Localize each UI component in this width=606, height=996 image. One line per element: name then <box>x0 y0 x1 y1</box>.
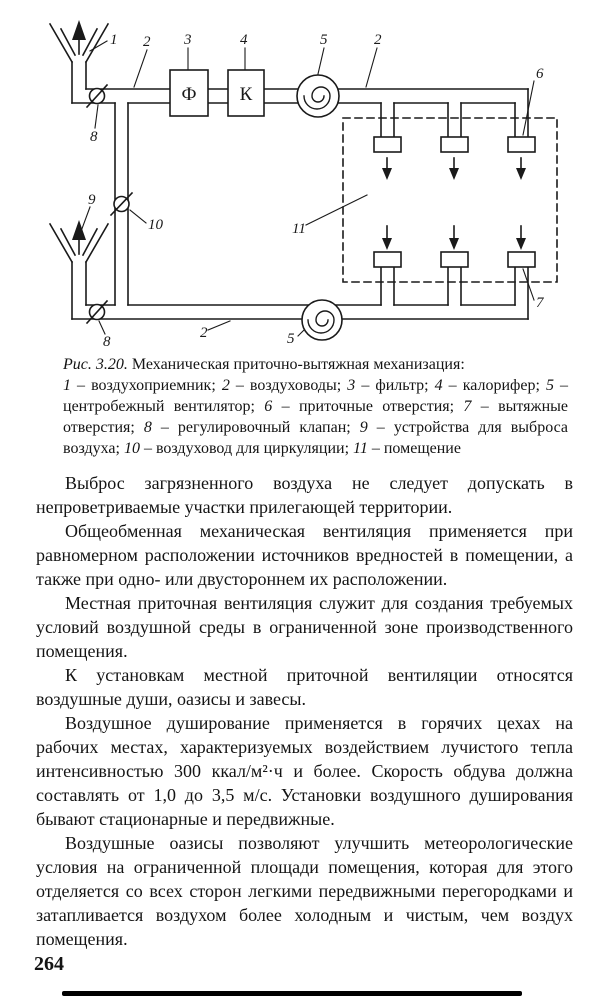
exhaust-flow-arrows <box>382 225 526 250</box>
legend-item-number: 5 <box>546 377 554 394</box>
page-number: 264 <box>34 953 64 975</box>
paragraph: Общеобменная механическая вентиляция при… <box>36 521 573 589</box>
label-valve-top: 8 <box>90 129 98 145</box>
ventilation-diagram: 1 2 3 4 5 2 6 8 9 10 11 2 5 7 8 Ф К <box>48 20 558 350</box>
legend-item-text: – вытяжные отверстия; <box>63 398 568 436</box>
legend-item-number: 6 <box>264 398 273 415</box>
filter-box <box>169 69 209 117</box>
label-fan-top: 5 <box>320 32 328 48</box>
legend-item-text: – центробежный вентилятор; <box>63 377 569 415</box>
exhaust-fan-icon <box>301 299 343 341</box>
supply-openings <box>373 136 536 153</box>
legend-item-number: 4 <box>434 377 443 394</box>
legend-item-number: 7 <box>463 398 472 415</box>
paragraph: Воздушные оазисы позволяют улучшить мете… <box>36 833 573 949</box>
caption-title-line: Рис. 3.20. Механическая приточно-вытяжна… <box>63 356 465 373</box>
label-exhaust-device: 9 <box>88 192 96 208</box>
exhaust-openings <box>373 251 536 268</box>
legend-item-number: 11 <box>353 440 368 457</box>
label-room: 11 <box>292 221 306 237</box>
paragraph: К установкам местной приточной вентиляци… <box>36 665 573 709</box>
label-duct-top-right: 2 <box>374 32 382 48</box>
damper-valve-bottom-icon <box>85 299 109 325</box>
body-text: Выброс загрязненного воздуха не следует … <box>36 471 573 951</box>
figure-number: Рис. 3.20. <box>63 356 128 373</box>
figure-legend: 1 – воздухоприемник; 2 – воздуховоды; 3 … <box>63 375 568 459</box>
filter-letter: Ф <box>181 84 196 105</box>
air-intake-icon <box>48 20 110 64</box>
legend-item-text: – воздуховоды; <box>229 377 348 394</box>
damper-valve-circulation-icon <box>109 191 134 217</box>
label-duct-bottom: 2 <box>200 325 208 341</box>
legend-item-text: – помещение <box>367 440 461 457</box>
legend-item-number: 10 <box>123 440 140 457</box>
label-intake: 1 <box>110 32 118 48</box>
heater-box <box>227 69 265 117</box>
diagram-letter-labels: Ф К <box>181 84 252 105</box>
supply-fan-icon <box>296 74 340 118</box>
paragraph: Местная приточная вентиляция служит для … <box>36 593 573 661</box>
label-leader-lines <box>79 40 535 337</box>
legend-item-number: 1 <box>63 377 71 394</box>
label-exhaust-openings: 7 <box>536 295 545 311</box>
label-circulation-duct: 10 <box>148 217 164 233</box>
legend-item-text: – фильтр; <box>355 377 435 394</box>
heater-letter: К <box>240 84 253 105</box>
label-fan-bottom: 5 <box>287 331 295 347</box>
room-boundary <box>342 117 558 283</box>
legend-item-text: – воздуховод для циркуляции; <box>139 440 354 457</box>
label-valve-bottom: 8 <box>103 334 111 350</box>
legend-item-number: 8 <box>143 419 152 436</box>
air-exhaust-icon <box>48 220 110 264</box>
legend-item-text: – воздухоприемник; <box>71 377 222 394</box>
figure-caption: Рис. 3.20. Механическая приточно-вытяжна… <box>63 354 568 459</box>
scan-artifact <box>62 991 522 996</box>
legend-item-number: 3 <box>347 377 356 394</box>
figure-title: Механическая приточно-вытяжная механизац… <box>127 356 465 373</box>
damper-valve-top-icon <box>85 83 109 109</box>
label-duct-top-left: 2 <box>143 34 151 50</box>
legend-item-text: – регулировочный клапан; <box>151 419 360 436</box>
diagram-number-labels: 1 2 3 4 5 2 6 8 9 10 11 2 5 7 8 <box>88 32 545 350</box>
label-supply-openings: 6 <box>536 66 544 82</box>
label-heater: 4 <box>240 32 248 48</box>
legend-item-text: – калорифер; <box>442 377 546 394</box>
legend-item-text: – устройства для выброса воздуха; <box>63 419 568 457</box>
legend-item-number: 9 <box>359 419 368 436</box>
legend-item-number: 2 <box>221 377 230 394</box>
legend-item-text: – приточные отверстия; <box>272 398 464 415</box>
supply-flow-arrows <box>382 157 526 180</box>
paragraph: Воздушное душирование применяется в горя… <box>36 713 573 829</box>
exhaust-duct <box>71 261 529 320</box>
paragraph: Выброс загрязненного воздуха не следует … <box>36 473 573 517</box>
supply-duct-right <box>317 88 529 138</box>
label-filter: 3 <box>183 32 192 48</box>
